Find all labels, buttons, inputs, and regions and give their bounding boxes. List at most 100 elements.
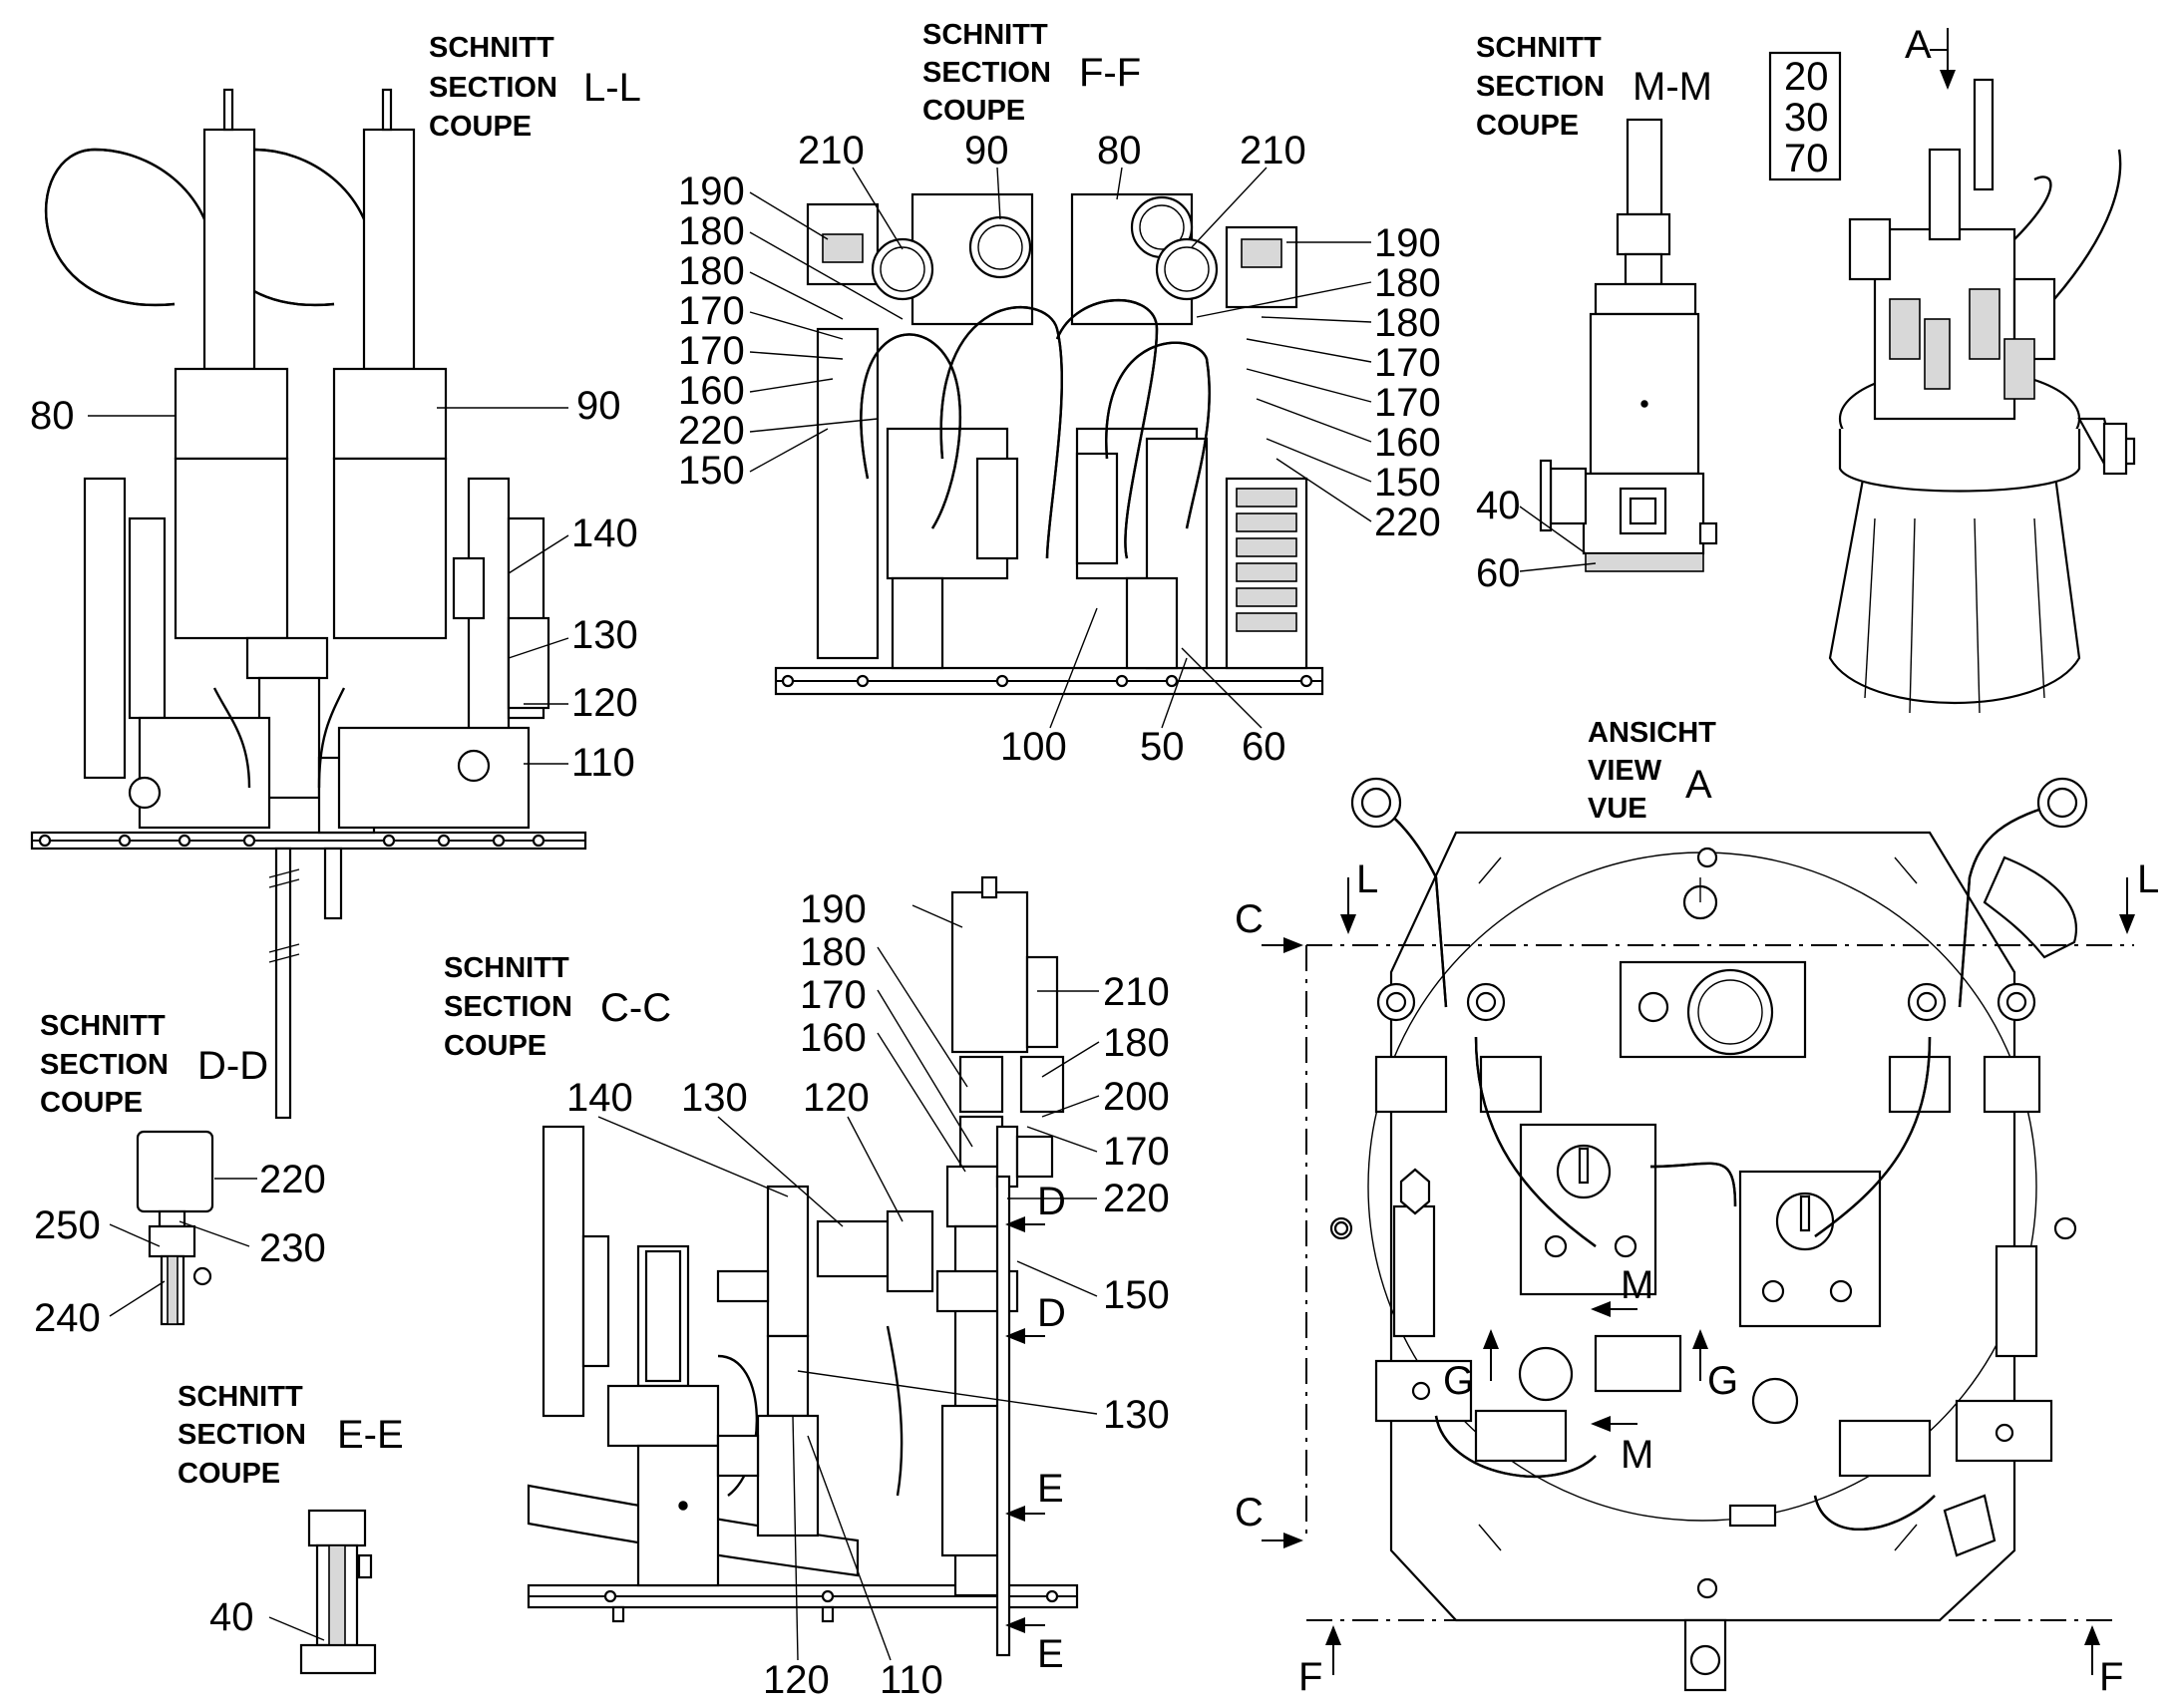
- isometric-view: A: [1828, 23, 2136, 714]
- label-cc-140: 140: [566, 1076, 633, 1120]
- section-ee-coupe: COUPE: [178, 1458, 280, 1490]
- label-ff-220a: 220: [678, 409, 745, 453]
- section-dd-title: SCHNITT SECTION D-D COUPE: [40, 1010, 268, 1119]
- section-ee-schnitt: SCHNITT: [178, 1381, 303, 1413]
- section-ee-section: SECTION: [178, 1419, 306, 1451]
- section-mm-title: SCHNITT SECTION M-M COUPE: [1476, 32, 1712, 142]
- section-ll-id: L-L: [583, 66, 641, 110]
- label-cc-200: 200: [1103, 1075, 1170, 1119]
- section-dd-view: SCHNITT SECTION D-D COUPE 220 250 230 24…: [34, 1010, 326, 1340]
- section-mm-id: M-M: [1633, 65, 1712, 109]
- label-ff-60: 60: [1242, 725, 1286, 769]
- cut-marker-d1: D: [1037, 1180, 1066, 1223]
- label-ff-170c: 170: [1374, 341, 1441, 385]
- label-ll-140: 140: [571, 512, 638, 555]
- cut-marker-f1: F: [1298, 1655, 1322, 1699]
- section-ll-section: SECTION: [429, 72, 557, 104]
- section-dd-section: SECTION: [40, 1049, 169, 1081]
- variant-70: 70: [1784, 137, 1829, 180]
- label-ll-110: 110: [571, 741, 635, 785]
- label-ff-220b: 220: [1374, 501, 1441, 544]
- label-mm-40: 40: [1476, 484, 1521, 527]
- label-cc-130b: 130: [1103, 1393, 1170, 1437]
- label-cc-190: 190: [800, 887, 867, 931]
- section-ll-view: SCHNITT SECTION L-L COUPE: [30, 32, 641, 1120]
- section-ll-coupe: COUPE: [429, 111, 532, 143]
- label-ff-210b: 210: [1240, 129, 1306, 172]
- cut-marker-m1: M: [1621, 1263, 1653, 1307]
- label-cc-130a: 130: [681, 1076, 748, 1120]
- cut-marker-f2: F: [2099, 1655, 2123, 1699]
- label-ff-80: 80: [1097, 129, 1142, 172]
- label-cc-160: 160: [800, 1016, 867, 1060]
- label-ll-120: 120: [571, 681, 638, 725]
- section-cc-id: C-C: [600, 986, 671, 1030]
- cut-marker-g1: G: [1443, 1359, 1474, 1403]
- variant-30: 30: [1784, 96, 1829, 140]
- section-ll-schnitt: SCHNITT: [429, 32, 554, 64]
- section-cc-view: SCHNITT SECTION C-C COUPE: [444, 875, 1170, 1702]
- section-cc-coupe: COUPE: [444, 1030, 546, 1062]
- cut-marker-m2: M: [1621, 1433, 1653, 1477]
- label-cc-110: 110: [880, 1658, 943, 1702]
- section-ee-view: SCHNITT SECTION E-E COUPE 40: [178, 1381, 404, 1675]
- label-ll-90: 90: [576, 384, 621, 428]
- label-ll-80: 80: [30, 394, 75, 438]
- section-mm-schnitt: SCHNITT: [1476, 32, 1602, 64]
- section-ee-id: E-E: [337, 1413, 404, 1457]
- section-dd-id: D-D: [197, 1044, 268, 1088]
- view-a-ansicht: ANSICHT: [1588, 717, 1716, 749]
- label-cc-150: 150: [1103, 1273, 1170, 1317]
- variant-box: 20 30 70: [1768, 51, 1842, 181]
- section-ff-view: SCHNITT SECTION F-F COUPE: [678, 19, 1441, 769]
- label-dd-230: 230: [259, 1226, 326, 1270]
- section-ff-schnitt: SCHNITT: [922, 19, 1048, 51]
- label-cc-120a: 120: [803, 1076, 870, 1120]
- label-ff-150b: 150: [1374, 461, 1441, 505]
- label-cc-180a: 180: [800, 930, 867, 974]
- label-ff-190a: 190: [678, 170, 745, 213]
- section-mm-view: SCHNITT SECTION M-M COUPE 40 60: [1476, 32, 1718, 595]
- cut-marker-e2: E: [1037, 1632, 1064, 1676]
- label-cc-170a: 170: [800, 973, 867, 1017]
- label-ff-190b: 190: [1374, 221, 1441, 265]
- label-ff-180b: 180: [678, 249, 745, 293]
- section-cc-title: SCHNITT SECTION C-C COUPE: [444, 952, 671, 1062]
- label-ff-210a: 210: [798, 129, 865, 172]
- section-mm-section: SECTION: [1476, 71, 1605, 103]
- label-cc-180b: 180: [1103, 1021, 1170, 1065]
- section-cc-section: SECTION: [444, 991, 572, 1023]
- cut-marker-d2: D: [1037, 1291, 1066, 1335]
- label-dd-220: 220: [259, 1158, 326, 1201]
- cut-marker-e1: E: [1037, 1467, 1064, 1511]
- cut-marker-l1: L: [1356, 857, 1378, 901]
- label-cc-210: 210: [1103, 970, 1170, 1014]
- label-dd-250: 250: [34, 1203, 101, 1247]
- section-mm-coupe: COUPE: [1476, 110, 1579, 142]
- cut-marker-l2: L: [2137, 857, 2159, 901]
- label-ff-100: 100: [1000, 725, 1067, 769]
- view-a-id: A: [1685, 763, 1712, 807]
- section-dd-coupe: COUPE: [40, 1087, 143, 1119]
- section-ff-title: SCHNITT SECTION F-F COUPE: [922, 19, 1141, 127]
- label-cc-120b: 120: [763, 1658, 830, 1702]
- label-ff-50: 50: [1140, 725, 1185, 769]
- label-cc-220: 220: [1103, 1177, 1170, 1220]
- cut-marker-g2: G: [1707, 1359, 1738, 1403]
- label-ff-180d: 180: [1374, 301, 1441, 345]
- section-ll-title: SCHNITT SECTION L-L COUPE: [429, 32, 641, 143]
- section-ee-title: SCHNITT SECTION E-E COUPE: [178, 1381, 404, 1490]
- label-ee-40: 40: [209, 1595, 254, 1639]
- section-ff-id: F-F: [1079, 51, 1141, 95]
- view-a-marker: A: [1905, 23, 1932, 67]
- label-ff-180c: 180: [1374, 261, 1441, 305]
- label-mm-60: 60: [1476, 551, 1521, 595]
- label-cc-170b: 170: [1103, 1130, 1170, 1174]
- section-ff-coupe: COUPE: [922, 95, 1025, 127]
- label-ff-180a: 180: [678, 209, 745, 253]
- label-ff-150a: 150: [678, 449, 745, 493]
- view-a-view: VIEW: [1588, 755, 1662, 787]
- variant-20: 20: [1784, 55, 1829, 99]
- label-ff-160a: 160: [678, 369, 745, 413]
